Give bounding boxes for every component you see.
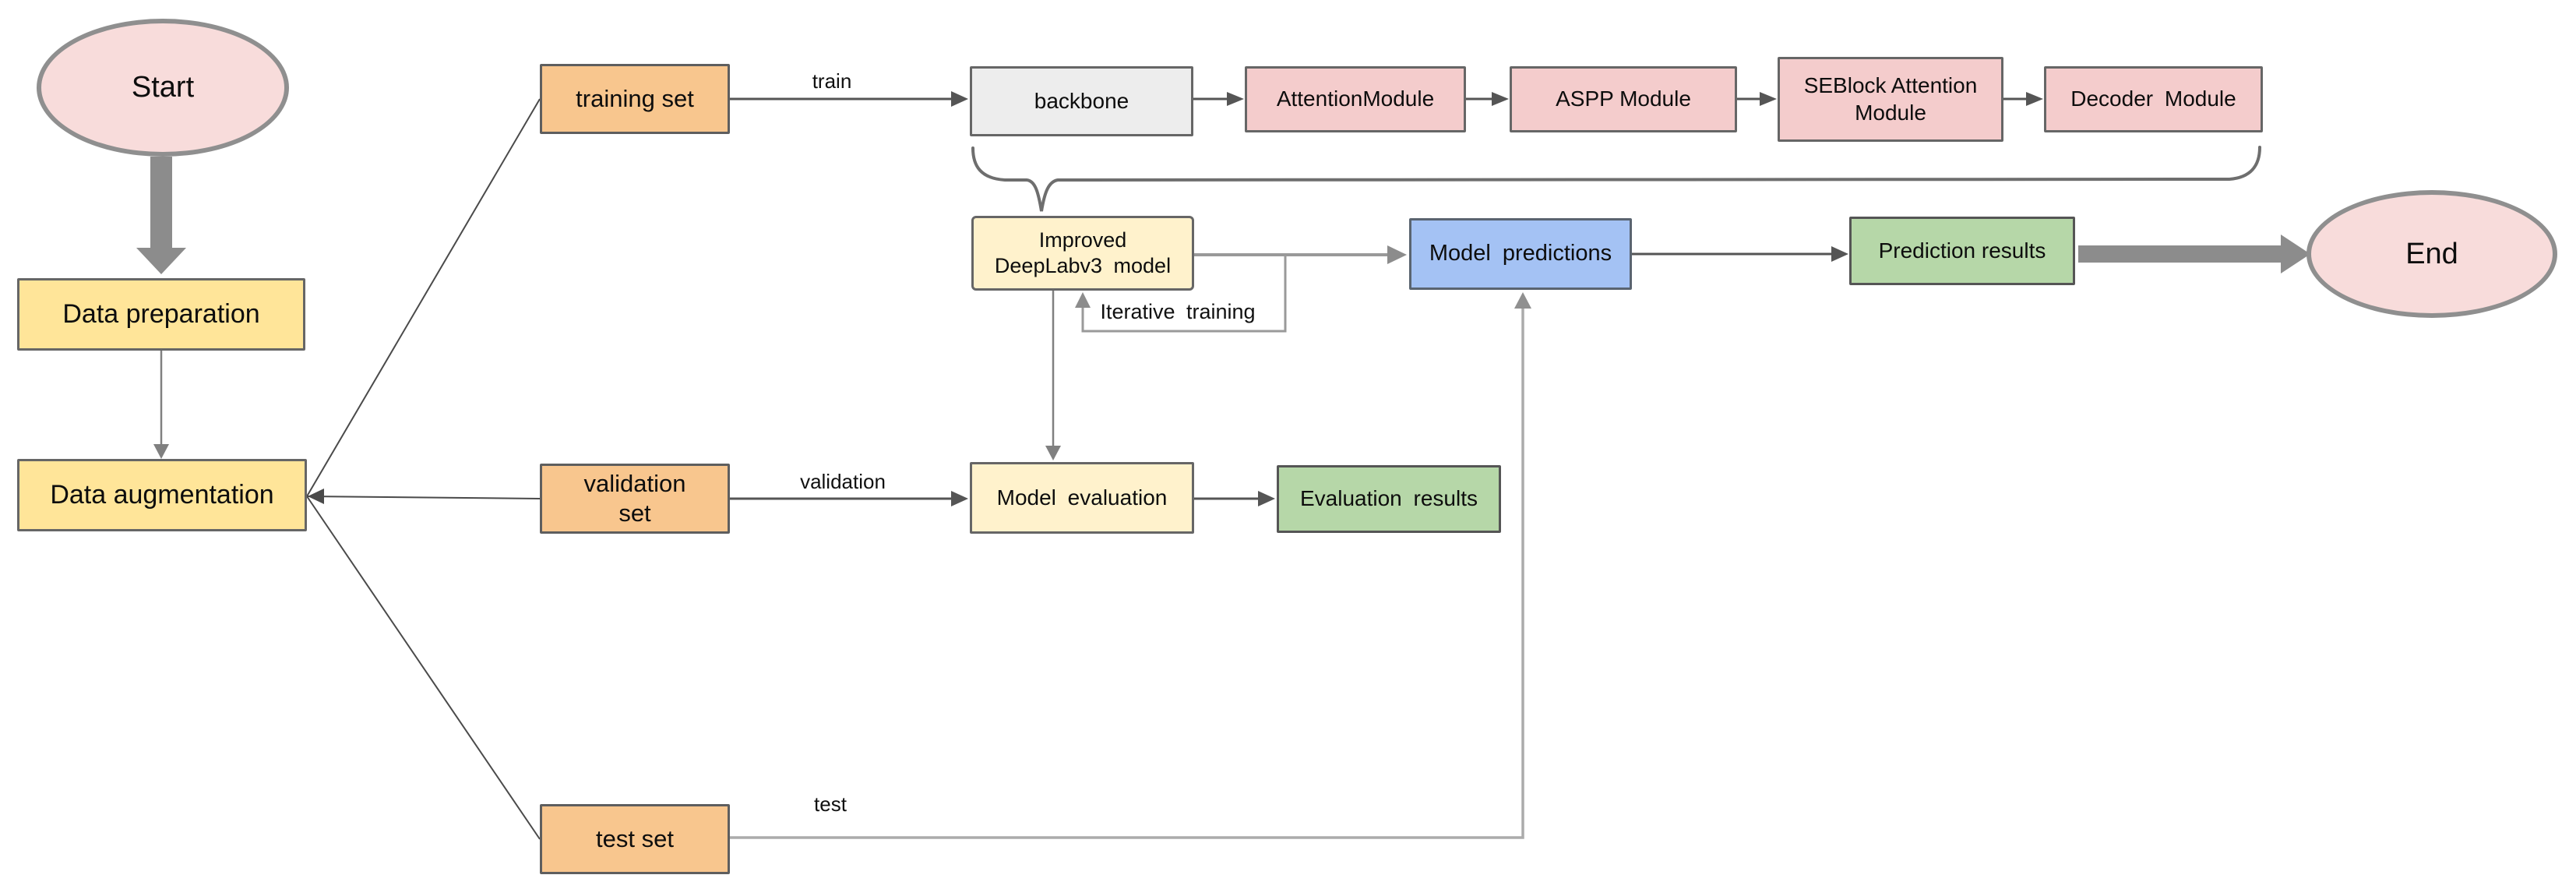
arrowhead-test — [1514, 292, 1531, 309]
node-decoder-module[interactable]: Decoder Module — [2044, 66, 2263, 132]
edge-test — [730, 298, 1524, 839]
arrowhead-iterative-loop — [1075, 292, 1091, 308]
node-validation-set-label: validation set — [583, 470, 686, 527]
arrowhead-seblock-to-decoder — [2026, 92, 2043, 106]
node-test-set-label: test set — [596, 825, 674, 853]
arrowhead-train — [951, 91, 968, 107]
node-improved-model[interactable]: Improved DeepLabv3 model — [971, 216, 1194, 291]
edge-label-iterative-training: Iterative training — [1100, 300, 1256, 323]
node-evaluation-results[interactable]: Evaluation results — [1277, 465, 1501, 533]
node-start[interactable]: Start — [37, 19, 289, 157]
node-data-preparation-label: Data preparation — [62, 298, 260, 329]
arrowhead-predictions-to-results — [1831, 246, 1848, 262]
arrowhead-evaluation-to-results — [1258, 491, 1275, 506]
node-aspp-module[interactable]: ASPP Module — [1510, 66, 1737, 132]
node-data-augmentation-label: Data augmentation — [50, 479, 274, 510]
node-data-augmentation[interactable]: Data augmentation — [17, 459, 307, 531]
edge-augmentation-to-test-set — [306, 496, 541, 840]
node-improved-model-label: Improved DeepLabv3 model — [994, 228, 1172, 277]
node-backbone[interactable]: backbone — [970, 66, 1193, 136]
node-aspp-module-label: ASPP Module — [1556, 86, 1691, 111]
node-model-predictions-label: Model predictions — [1429, 241, 1612, 266]
thick-arrow-start-to-preparation — [136, 157, 186, 274]
node-model-evaluation[interactable]: Model evaluation — [970, 462, 1194, 534]
arrowhead-preparation-to-augmentation — [153, 444, 169, 459]
arrowhead-validation — [951, 491, 968, 506]
edge-label-validation: validation — [800, 470, 886, 493]
node-decoder-module-label: Decoder Module — [2070, 86, 2236, 111]
node-evaluation-results-label: Evaluation results — [1299, 486, 1478, 511]
node-data-preparation[interactable]: Data preparation — [17, 278, 305, 351]
edge-label-train: train — [812, 69, 852, 93]
node-seblock-module-label: SEBlock Attention Module — [1803, 73, 1978, 125]
edge-augmentation-to-validation-set — [306, 496, 541, 499]
node-seblock-module[interactable]: SEBlock Attention Module — [1778, 57, 2003, 142]
arrowhead-improved-to-predictions — [1387, 245, 1407, 264]
node-training-set-label: training set — [576, 85, 694, 113]
node-attention-module[interactable]: AttentionModule — [1245, 66, 1466, 132]
node-test-set[interactable]: test set — [540, 804, 730, 874]
brace — [971, 146, 2261, 212]
node-start-label: Start — [131, 71, 195, 104]
arrowhead-aspp-to-seblock — [1760, 92, 1777, 106]
node-model-evaluation-label: Model evaluation — [996, 485, 1168, 510]
thick-arrow-results-to-end — [2078, 235, 2310, 273]
node-prediction-results[interactable]: Prediction results — [1849, 217, 2075, 285]
node-prediction-results-label: Prediction results — [1878, 238, 2046, 263]
arrowhead-improved-to-evaluation — [1045, 446, 1061, 460]
node-training-set[interactable]: training set — [540, 64, 730, 134]
arrowhead-fan-junction — [308, 489, 324, 504]
node-attention-module-label: AttentionModule — [1276, 86, 1435, 111]
edge-iterative-loop — [1081, 256, 1287, 333]
edge-label-test: test — [814, 792, 847, 816]
node-backbone-label: backbone — [1034, 88, 1129, 113]
arrowhead-attention-to-aspp — [1492, 92, 1509, 106]
arrowhead-backbone-to-attention — [1227, 92, 1244, 106]
node-validation-set[interactable]: validation set — [540, 464, 730, 534]
node-end[interactable]: End — [2306, 190, 2557, 318]
node-model-predictions[interactable]: Model predictions — [1409, 218, 1632, 290]
edge-augmentation-to-training-set — [306, 98, 541, 497]
node-end-label: End — [2405, 237, 2458, 270]
